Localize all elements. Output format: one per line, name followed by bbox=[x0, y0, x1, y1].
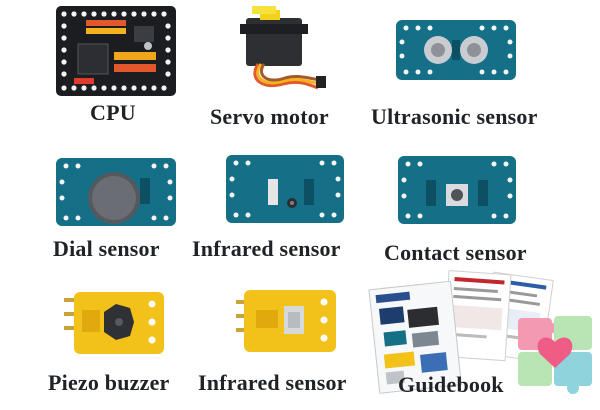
guidebook-icon bbox=[368, 266, 600, 410]
dial-sensor-icon bbox=[56, 158, 176, 226]
ultrasonic-sensor-icon bbox=[396, 20, 516, 80]
servo-motor-icon bbox=[238, 4, 328, 96]
contact-sensor-icon bbox=[398, 156, 516, 224]
guidebook-label: Guidebook bbox=[398, 372, 504, 397]
piezo-buzzer-icon bbox=[64, 292, 164, 354]
piezo-buzzer-label: Piezo buzzer bbox=[48, 370, 170, 395]
infrared-sensor-icon bbox=[226, 155, 344, 223]
infrared-sensor-yellow-label: Infrared sensor bbox=[198, 370, 347, 395]
cpu-label: CPU bbox=[90, 100, 136, 125]
contact-sensor-label: Contact sensor bbox=[384, 240, 527, 265]
dial-sensor-label: Dial sensor bbox=[53, 236, 160, 261]
ultrasonic-sensor-label: Ultrasonic sensor bbox=[371, 104, 538, 129]
servo-motor-label: Servo motor bbox=[210, 104, 329, 129]
infrared-sensor-yellow-icon bbox=[236, 290, 336, 352]
infrared-sensor-label: Infrared sensor bbox=[192, 236, 341, 261]
cpu-board-icon bbox=[56, 6, 176, 96]
